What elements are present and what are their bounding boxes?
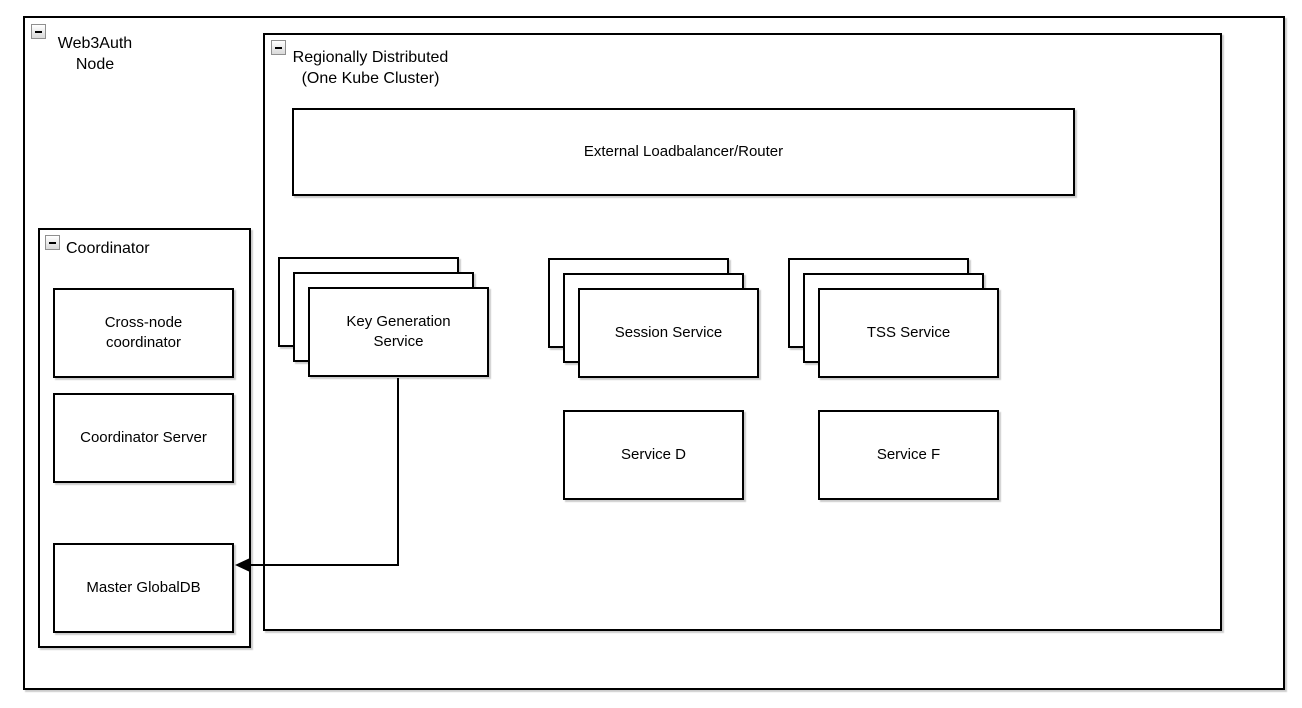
- web3auth-node-label-line1: Web3Auth: [57, 35, 133, 52]
- service-d-box[interactable]: Service D: [563, 410, 744, 500]
- session-service-box[interactable]: Session Service: [578, 288, 759, 378]
- tss-service-label: TSS Service: [866, 324, 951, 341]
- key-generation-service-box[interactable]: Key Generation Service: [308, 287, 489, 377]
- collapse-icon[interactable]: [45, 235, 60, 250]
- service-f-box[interactable]: Service F: [818, 410, 999, 500]
- regionally-distributed-label: Regionally Distributed (One Kube Cluster…: [288, 47, 453, 89]
- web3auth-node-label-line2: Node: [75, 56, 115, 73]
- session-service-label: Session Service: [614, 324, 723, 341]
- regionally-distributed-label-line2: (One Kube Cluster): [301, 70, 440, 87]
- master-globaldb-label: Master GlobalDB: [86, 579, 201, 596]
- coordinator-server-box[interactable]: Coordinator Server: [53, 393, 234, 483]
- collapse-icon[interactable]: [31, 24, 46, 39]
- external-loadbalancer-box[interactable]: External Loadbalancer/Router: [292, 108, 1075, 196]
- key-generation-service-label: Key Generation Service: [346, 313, 451, 350]
- service-d-label: Service D: [620, 446, 687, 463]
- regionally-distributed-label-line1: Regionally Distributed: [292, 49, 449, 66]
- cross-node-coordinator-label: Cross-node coordinator: [104, 314, 183, 351]
- master-globaldb-box[interactable]: Master GlobalDB: [53, 543, 234, 633]
- coordinator-label: Coordinator: [66, 240, 150, 257]
- web3auth-node-label: Web3Auth Node: [35, 33, 155, 75]
- coordinator-server-label: Coordinator Server: [80, 429, 207, 446]
- service-f-label: Service F: [876, 446, 941, 463]
- collapse-icon[interactable]: [271, 40, 286, 55]
- external-loadbalancer-label: External Loadbalancer/Router: [583, 143, 784, 160]
- tss-service-box[interactable]: TSS Service: [818, 288, 999, 378]
- cross-node-coordinator-box[interactable]: Cross-node coordinator: [53, 288, 234, 378]
